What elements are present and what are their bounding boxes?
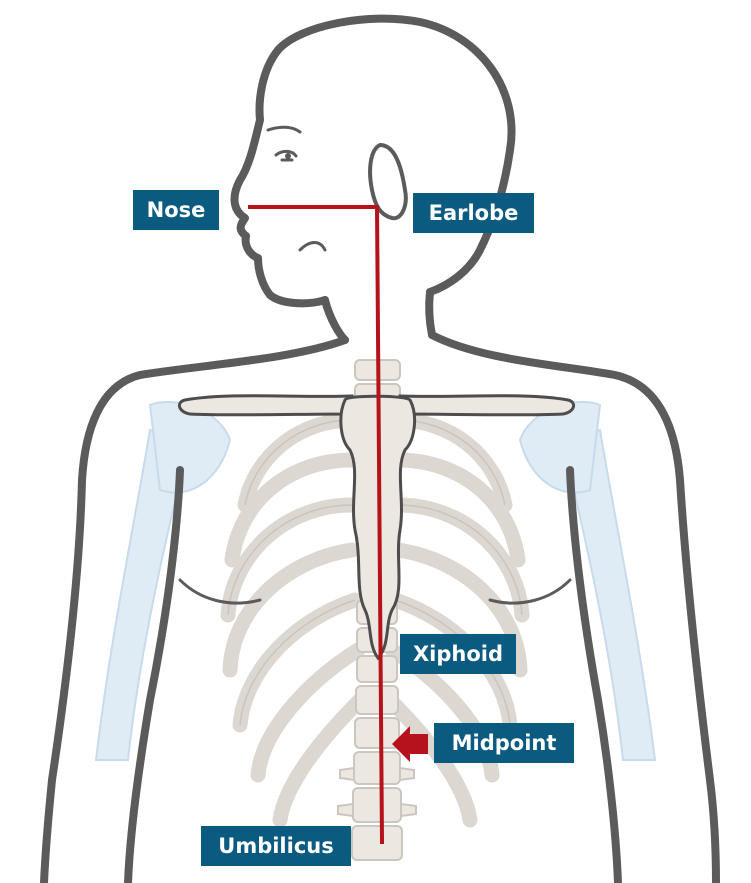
nose-label: Nose bbox=[133, 190, 219, 230]
ribs-left bbox=[228, 420, 360, 820]
eye-icon bbox=[285, 153, 291, 159]
earlobe-label: Earlobe bbox=[413, 193, 534, 233]
face-details bbox=[268, 127, 325, 250]
xiphoid-label: Xiphoid bbox=[400, 634, 516, 674]
umbilicus-label: Umbilicus bbox=[201, 826, 351, 866]
midpoint-label: Midpoint bbox=[434, 723, 574, 763]
